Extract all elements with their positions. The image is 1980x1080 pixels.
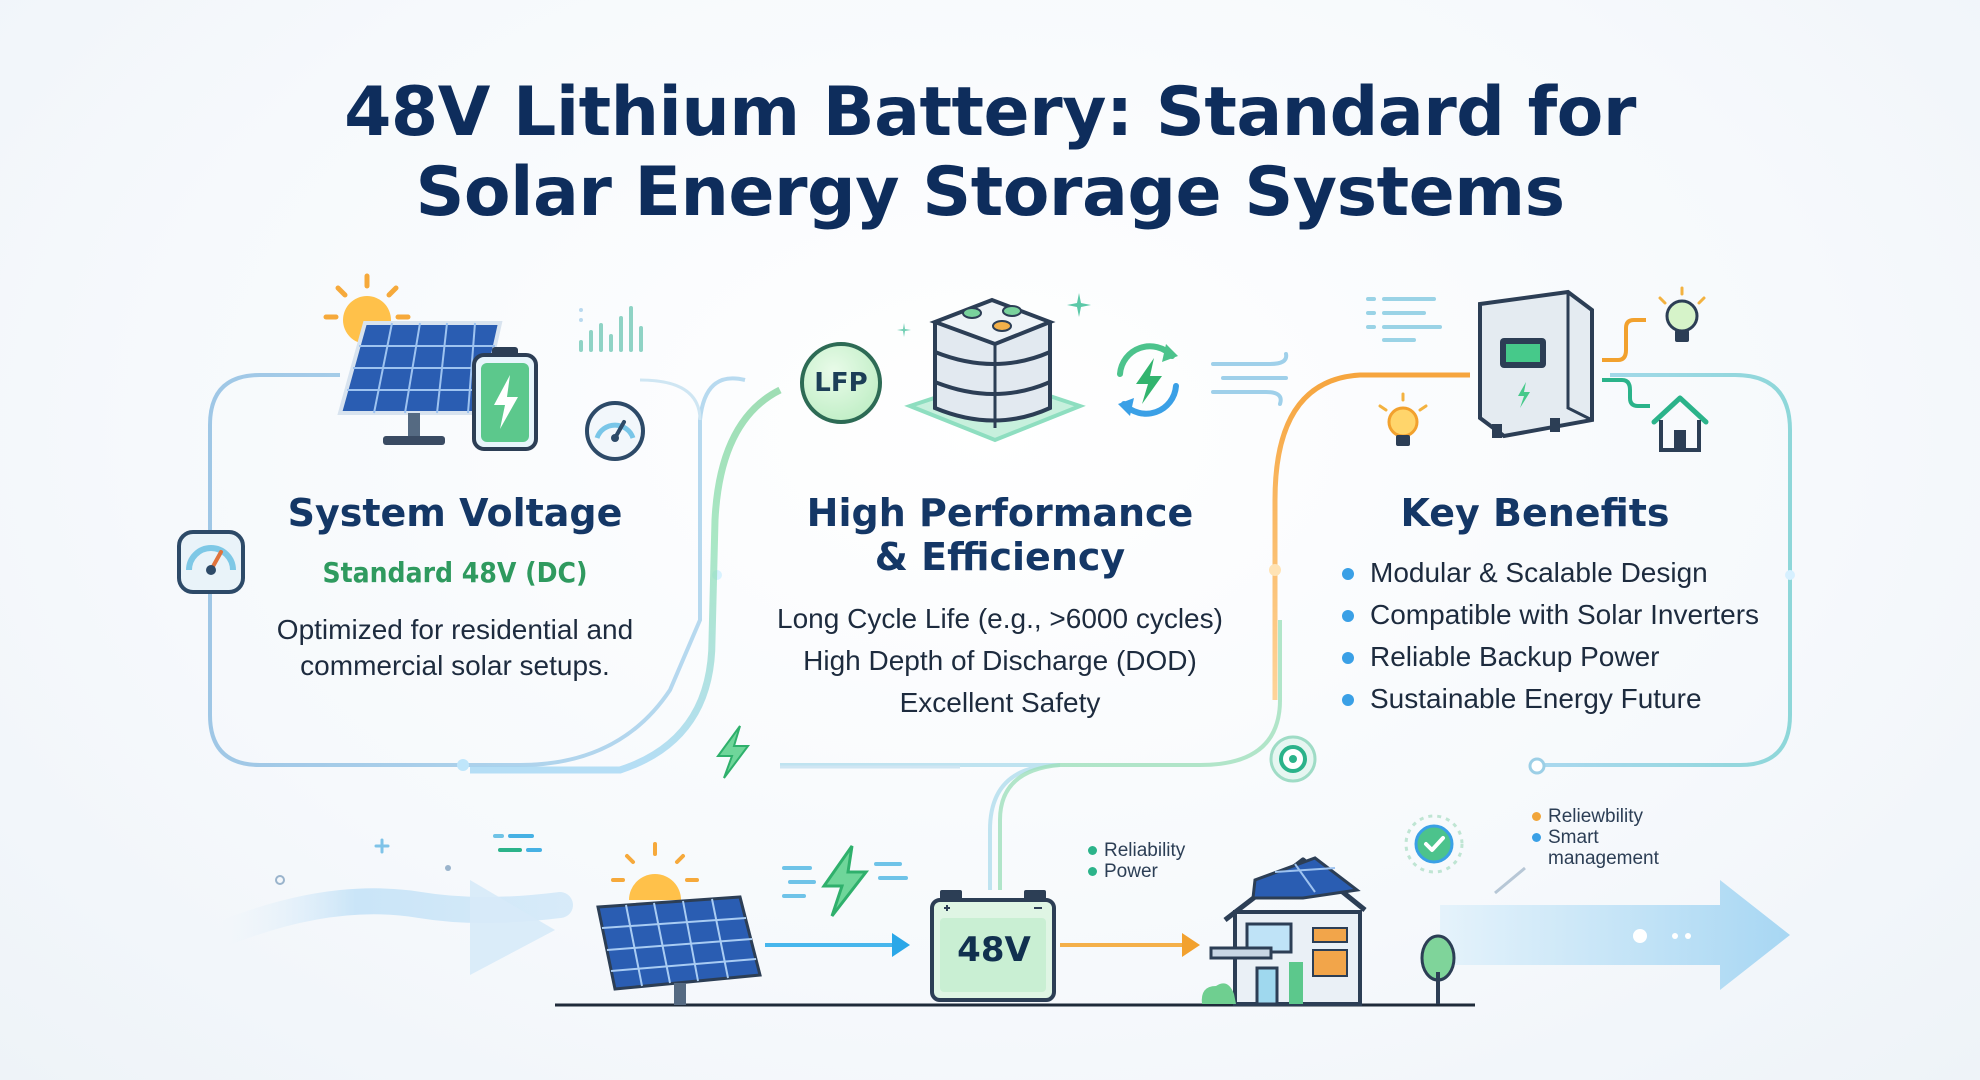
bush-icon (1201, 983, 1236, 1004)
system-voltage-subheading: Standard 48V (DC) (322, 556, 588, 589)
battery-stack-icon (904, 297, 1086, 443)
solar-panel-icon (596, 895, 762, 1005)
legend-right: Reliewbility Smart management (1530, 806, 1659, 869)
performance-item: Excellent Safety (899, 687, 1101, 718)
benefit-item: Sustainable Energy Future (1340, 678, 1820, 720)
gauge-icon (177, 530, 245, 594)
battery-48v-icon (930, 890, 1056, 1002)
lfp-badge: LFP (800, 342, 882, 424)
legend-left: Reliability Power (1086, 840, 1185, 882)
battery-charge-icon (472, 347, 538, 451)
page-title-line1: 48V Lithium Battery: Standard for (344, 73, 1636, 152)
performance-item: High Depth of Discharge (DOD) (803, 645, 1197, 676)
target-icon (1269, 735, 1317, 783)
bolt-icon (716, 725, 750, 779)
performance-heading-line2: & Efficiency (874, 535, 1126, 579)
tree-icon (1420, 934, 1456, 1004)
legend-item: Reliability (1086, 840, 1185, 861)
benefit-item: Compatible with Solar Inverters (1340, 594, 1820, 636)
legend-item: Power (1086, 861, 1185, 882)
wind-icon (1211, 352, 1289, 406)
inverter-icon (1478, 289, 1594, 439)
sparkle-icon (897, 323, 911, 337)
gauge-icon (585, 401, 645, 461)
sparkle-icon (1067, 293, 1091, 317)
legend-item: Smart (1530, 827, 1659, 848)
performance-item: Long Cycle Life (e.g., >6000 cycles) (777, 603, 1223, 634)
bar-chart-icon (579, 306, 643, 352)
system-voltage-heading: System Voltage (287, 491, 623, 535)
system-voltage-body-line1: Optimized for residential and (276, 614, 634, 645)
lightbulb-icon (1378, 392, 1428, 446)
bolt-icon (782, 845, 908, 917)
benefits-heading: Key Benefits (1400, 491, 1670, 535)
performance-list: Long Cycle Life (e.g., >6000 cycles) Hig… (690, 598, 1310, 724)
benefit-item: Modular & Scalable Design (1340, 552, 1820, 594)
sun-icon (611, 842, 699, 900)
list-icon (1366, 297, 1442, 342)
benefit-item: Reliable Backup Power (1340, 636, 1820, 678)
system-voltage-body-line2: commercial solar setups. (300, 650, 610, 681)
legend-item: management (1548, 848, 1659, 869)
check-badge-icon (1404, 814, 1464, 874)
house-icon (1209, 856, 1367, 1006)
performance-heading-line1: High Performance (806, 491, 1194, 535)
battery-48v-label: 48V (957, 930, 1031, 970)
recycle-bolt-icon (1117, 343, 1179, 417)
legend-item: Reliewbility (1530, 806, 1659, 827)
inverter-connectors (1602, 318, 1650, 408)
lightbulb-icon (1658, 286, 1706, 342)
decor-dots (275, 834, 542, 885)
benefits-list: Modular & Scalable Design Compatible wit… (1340, 552, 1820, 720)
house-icon (1651, 395, 1709, 452)
page-title-line2: Solar Energy Storage Systems (415, 153, 1565, 232)
